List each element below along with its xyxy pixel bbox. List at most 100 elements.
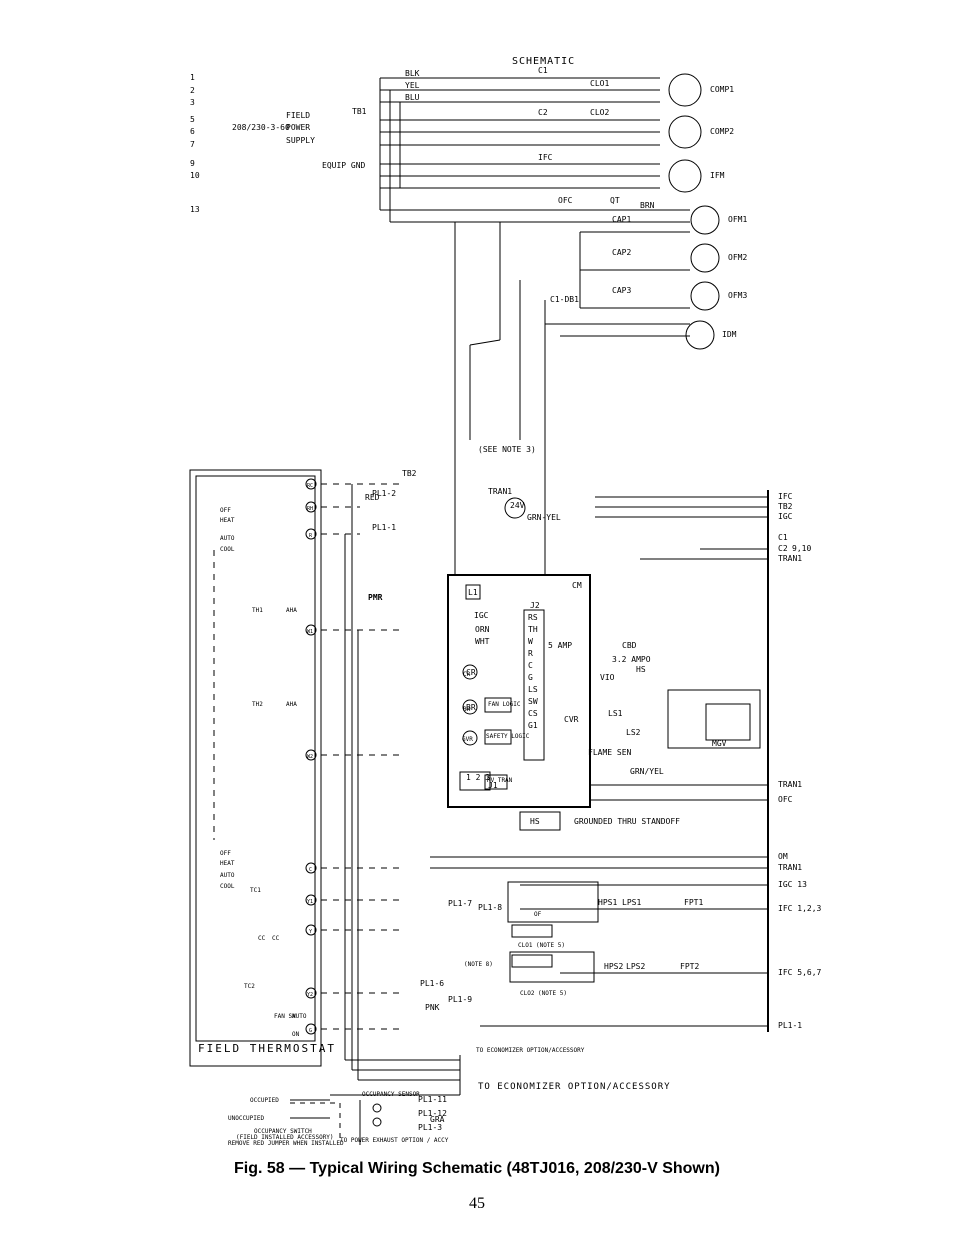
igc-inner-label: HS	[530, 817, 540, 826]
bottom-right-label: (NOTE 8)	[464, 961, 493, 968]
thermostat-label: HEAT	[220, 860, 235, 867]
thermostat-terminal: Y2	[307, 992, 313, 998]
thermostat-label: OFF	[220, 507, 231, 514]
thermostat-terminal: Y	[309, 929, 312, 935]
thermostat-label: AHA	[286, 701, 297, 708]
bottom-right-label: HPS1	[598, 898, 617, 907]
right-label: TRAN1	[778, 780, 802, 789]
motor-label: COMP2	[710, 127, 734, 136]
wire-color: WHT	[475, 637, 490, 646]
component-label: CLO2	[590, 108, 609, 117]
aux-label: GRN/YEL	[630, 767, 664, 776]
right-label: IFC	[778, 492, 793, 501]
aux-label: LS1	[608, 709, 623, 718]
aux-label: HS	[636, 665, 646, 674]
aux-label: MGV	[712, 739, 727, 748]
wire-color: ORN	[475, 625, 490, 634]
igc-terminal: L1	[468, 588, 478, 597]
wire-color: RED	[365, 493, 380, 502]
plug-label: PL1-7	[448, 899, 472, 908]
bottom-right-label: CLO2 (NOTE 5)	[520, 990, 567, 997]
bottom-right-label: LPS1	[622, 898, 641, 907]
thermostat-terminal: C	[309, 867, 312, 873]
line-number: 2	[190, 86, 195, 95]
igc-terminal: G	[528, 673, 533, 682]
bottom-left-label: (FIELD INSTALLED ACCESSORY)	[236, 1134, 334, 1141]
right-label: C2	[778, 544, 788, 553]
right-label: OFC	[778, 795, 793, 804]
right-label: IGC 13	[778, 880, 807, 889]
line-number: 9	[190, 159, 195, 168]
fan-label: OFC	[558, 196, 573, 205]
igc-terminal: RS	[528, 613, 538, 622]
igc-terminal: CS	[528, 709, 538, 718]
igc-terminal: W	[528, 637, 533, 646]
bottom-right-label: HPS2	[604, 962, 623, 971]
figure-caption: Fig. 58 — Typical Wiring Schematic (48TJ…	[234, 1160, 720, 1177]
bottom-right-label: CLO1 (NOTE 5)	[518, 942, 565, 949]
igc-terminal: IGC	[474, 611, 489, 620]
igc-terminal: CR	[466, 668, 476, 677]
igc-terminal: SW	[528, 697, 538, 706]
see-note: (SEE NOTE 3)	[478, 445, 536, 454]
bottom-left-label: REMOVE RED JUMPER WHEN INSTALLED	[228, 1140, 344, 1147]
fan-label: CAP3	[612, 286, 631, 295]
thermostat-label: TC1	[250, 887, 261, 894]
right-label: OM	[778, 852, 788, 861]
wire-color: PNK	[425, 1003, 440, 1012]
bottom-right-label: LPS2	[626, 962, 645, 971]
thermostat-label: ON	[292, 1031, 300, 1038]
field-power-label: SUPPLY	[286, 136, 315, 145]
thermostat-terminal: RC	[307, 483, 313, 489]
thermostat-label: COOL	[220, 546, 235, 553]
tran1-label: TRAN1	[488, 487, 512, 496]
thermostat-label: HEAT	[220, 517, 235, 524]
igc-terminal: J1	[488, 781, 498, 790]
plug-label: PL1-1	[372, 523, 396, 532]
thermostat-terminal: RH	[307, 506, 313, 512]
tb1-label: TB1	[352, 107, 367, 116]
igc-inner-label: 5 AMP	[548, 641, 572, 650]
bottom-right-label: TO ECONOMIZER OPTION/ACCESSORY	[476, 1047, 585, 1054]
line-number: 1	[190, 73, 195, 82]
motor-label: COMP1	[710, 85, 734, 94]
bottom-right-label: OF	[534, 911, 542, 918]
thermostat-title: FIELD THERMOSTAT	[198, 1042, 336, 1055]
thermostat-label: OFF	[220, 850, 231, 857]
wiring-schematic: SCHEMATIC 1 2 3 5 6 7 9 10 13 FIELD POWE…	[189, 56, 822, 1147]
igc-terminal: TH	[528, 625, 538, 634]
bottom-left-label: OCCUPANCY SWITCH	[254, 1128, 312, 1135]
page-number: 45	[469, 1195, 485, 1212]
equip-gnd-label: EQUIP GND	[322, 161, 366, 170]
thermostat-label: AHA	[286, 607, 297, 614]
field-power-label: POWER	[286, 123, 310, 132]
fan-label: QT	[610, 196, 620, 205]
bottom-left-label: OCCUPANCY SENSOR	[362, 1091, 420, 1098]
thermostat-label: CC	[272, 935, 280, 942]
economizer-label: TO ECONOMIZER OPTION/ACCESSORY	[478, 1082, 671, 1092]
wire-color: GRN-YEL	[527, 513, 561, 522]
right-label: IFC 5,6,7	[778, 968, 822, 977]
schematic-title: SCHEMATIC	[512, 56, 575, 67]
right-label: PL1-1	[778, 1021, 802, 1030]
igc-terminal: 1 2 3	[466, 773, 490, 782]
fan-label: CAP2	[612, 248, 631, 257]
fan-label: CAP1	[612, 215, 631, 224]
bottom-left-label: TO POWER EXHAUST OPTION / ACCY	[340, 1137, 449, 1144]
bottom-right-label: FPT2	[680, 962, 699, 971]
24v-label: 24V	[510, 501, 525, 510]
right-label: C1	[778, 533, 788, 542]
thermostat-label: COOL	[220, 883, 235, 890]
igc-terminal: C	[528, 661, 533, 670]
igc-inner-label: GVR	[462, 736, 473, 743]
motor-label: OFM2	[728, 253, 747, 262]
igc-terminal: BR	[466, 703, 476, 712]
line-number: 6	[190, 127, 195, 136]
bottom-left-label: UNOCCUPIED	[228, 1115, 265, 1122]
thermostat-terminal: W2	[307, 754, 313, 760]
plug-label: PL1-12	[418, 1109, 447, 1118]
bottom-right-label: FPT1	[684, 898, 703, 907]
thermostat-terminal: Y1	[307, 899, 313, 905]
aux-label: CBD	[622, 641, 637, 650]
igc-inner-label: SAFETY LOGIC	[486, 733, 530, 740]
